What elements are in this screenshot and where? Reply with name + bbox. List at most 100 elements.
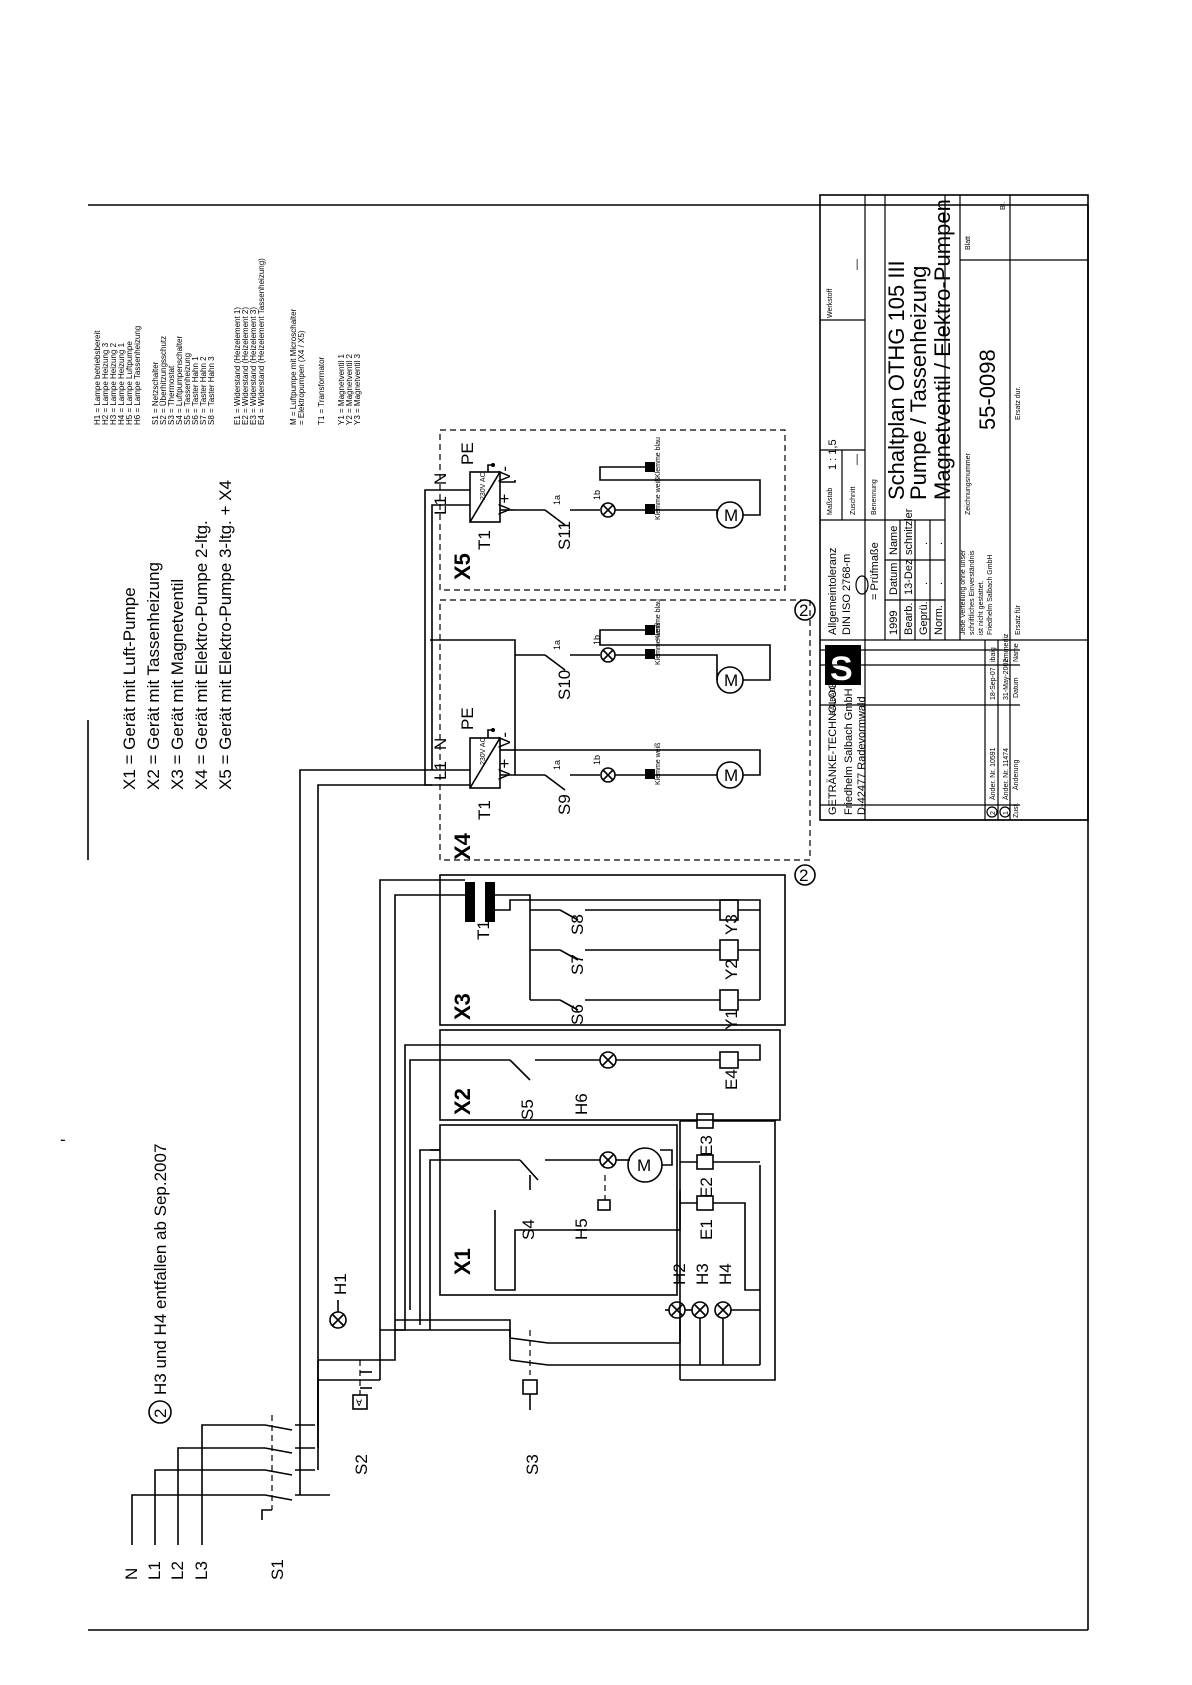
legend-m-2: = Elektropumpen (X4 / X5) (297, 330, 306, 425)
tb-bl-label: Bl. (1000, 202, 1007, 210)
legend-h1: H1 = Lampe betriebsbereit (93, 330, 102, 425)
tb-benennung-label: Benennung (871, 479, 878, 515)
label-x5-n: N (431, 473, 450, 485)
label-s10: S10 (555, 670, 574, 700)
module-x4-electric-pump: X4 L1 N 230V AC T1 PE V+ V- Klemme weiß … (430, 599, 811, 861)
label-vplus-x5: V+ (495, 494, 514, 515)
label-s1: S1 (268, 1559, 287, 1580)
tb-ersatz-durch: Ersatz dur. (1015, 386, 1022, 420)
legend-y2: Y2 = Magnetventil 2 (345, 354, 354, 425)
legend-h2: H2 = Lampe Heizung 3 (101, 342, 110, 425)
module-x3-solenoid-valves: X3 T1 S6 S7 S8 Y1 Y2 Y3 (439, 874, 786, 1030)
legend-x5: X5 = Gerät mit Elektro-Pumpe 3-ltg. + X4 (216, 480, 235, 790)
legend-e3: E3 = Widerstand (Heizelement 3) (249, 307, 258, 425)
transformer-t1-x3: T1 (440, 879, 495, 940)
label-m-air-pump: M (637, 1156, 651, 1175)
tb-rev2-name: ibaig (990, 647, 997, 662)
tb-tolerance-2: DIN ISO 2768-m (841, 554, 853, 635)
label-x2: X2 (450, 1088, 475, 1115)
legend-y1: Y1 = Magnetventil 1 (337, 354, 346, 425)
tb-zeichnungsnummer: 55-0098 (975, 349, 1000, 430)
module-x2-cup-heater: X2 S5 H6 E4 (439, 1029, 781, 1121)
input-terminals: N L1 L2 L3 (122, 1561, 211, 1580)
label-x1: X1 (450, 1248, 475, 1275)
legend-h6: H6 = Lampe Tassenheizung (133, 326, 142, 425)
legend-s6: S6 = Taster Hahn 1 (191, 356, 200, 425)
legend-s8: S8 = Taster Hahn 3 (207, 356, 216, 425)
label-m-x5: M (724, 506, 738, 525)
label-1b-s9: 1b (592, 755, 602, 765)
legend-y3: Y3 = Magnetventil 3 (353, 354, 362, 425)
tb-h-zust: Zust. (1013, 802, 1020, 818)
label-vplus-x4: V+ (495, 759, 514, 780)
terminal-blau-x4 (645, 625, 655, 635)
module-x5-electric-pump: X5 L1 N 230V AC T1 PE V+ V- Klemme weiß … (424, 429, 786, 786)
tb-address-1: Friedhelm Salbach GmbH (843, 688, 855, 815)
tb-tolerance-1: Allgemeintoleranz (827, 548, 839, 635)
tb-blatt-label: Blatt (965, 236, 972, 250)
note-text: H3 und H4 entfallen ab Sep.2007 (151, 1144, 170, 1395)
tb-werkstoff-label: Werkstoff (827, 289, 834, 318)
tb-ersatz-fuer: Ersatz für (1015, 604, 1022, 635)
label-e2: E2 (697, 1177, 716, 1198)
terminal-l3: L3 (192, 1561, 211, 1580)
label-1b-s10: 1b (592, 635, 602, 645)
tb-zuschnitt: — (851, 454, 863, 465)
lamp-h1: H1 (329, 1273, 350, 1329)
legend-x4: X4 = Gerät mit Elektro-Pumpe 2-ltg. (192, 520, 211, 790)
label-e3: E3 (697, 1135, 716, 1156)
label-m-x4-1: M (724, 766, 738, 785)
variant-legend: X1 = Gerät mit Luft-Pumpe X2 = Gerät mit… (120, 480, 235, 790)
label-s2: S2 (352, 1454, 371, 1475)
label-1b-s11: 1b (592, 490, 602, 500)
label-1a-s10: 1a (552, 640, 562, 650)
psu-t1-x4: 230V AC T1 PE V+ V- (458, 707, 514, 820)
label-t1-x5: T1 (475, 530, 494, 550)
heater-group-e1-e3: E1 E2 E3 (679, 1113, 776, 1381)
label-vminus-x5: V- (495, 466, 514, 482)
label-y2: Y2 (722, 959, 741, 980)
tb-title-2: Pumpe / Tassenheizung (906, 266, 931, 500)
tb-rev2-mark: 2 (990, 811, 997, 815)
tb-massstab-label: Maßstab (827, 488, 834, 515)
legend-h3: H3 = Lampe Heizung 2 (109, 342, 118, 425)
label-klemme-weiss-x4-2: Klemme weiß (655, 623, 662, 665)
module-x1-air-pump: X1 M S4 H5 (430, 1124, 678, 1296)
tb-rev2-date: 18-Sep-07 (990, 667, 997, 700)
tb-norm-name: . (933, 542, 945, 545)
tb-company: GETRÄNKE-TECHNOLOGIE (827, 671, 839, 815)
tb-zuschnitt-label: Zuschnitt (850, 487, 857, 515)
tb-h-name2: Name (1013, 643, 1020, 662)
label-1a-s9: 1a (552, 760, 562, 770)
tb-h-datum2: Datum (1013, 677, 1020, 698)
legend-h5: H5 = Lampe Luftpumpe (125, 341, 134, 425)
tb-gepr-name: . (918, 542, 930, 545)
legend-e2: E2 = Widerstand (Heizelement 2) (241, 307, 250, 425)
title-block: GETRÄNKE-TECHNOLOGIE Friedhelm Salbach G… (819, 194, 1089, 821)
label-h3: H3 (693, 1263, 712, 1285)
label-klemme-blau-x4: Klemme blau (655, 599, 662, 640)
lamp-h4: H4 (714, 1263, 735, 1319)
legend-s1: S1 = Netzschalter (151, 361, 160, 425)
tb-gepr-datum: . (918, 582, 930, 585)
label-h4: H4 (716, 1263, 735, 1285)
terminal-blau-x5 (645, 462, 655, 472)
label-s8: S8 (568, 914, 587, 935)
tb-row-gepr: Geprü. (918, 601, 930, 635)
label-klemme-blau-x5: Klemme blau (655, 437, 662, 478)
tb-year: 1999 (888, 611, 900, 635)
psu-rating-x4: 230V AC (480, 737, 487, 765)
tb-rev1-mark: 1 (1003, 811, 1010, 815)
tb-h-datum: Datum (888, 563, 900, 595)
label-s11: S11 (555, 521, 574, 550)
label-pe-x4: PE (458, 707, 477, 730)
revision-marker-x4-text: 2 (799, 601, 808, 620)
label-e4: E4 (722, 1069, 741, 1090)
label-s4: S4 (519, 1219, 538, 1240)
tb-bearb-name: schnitzler (903, 508, 915, 555)
revision-marker-x3: 2 (794, 864, 816, 886)
label-y1: Y1 (722, 1009, 741, 1030)
tb-pruefmasse: = Prüfmaße (869, 542, 881, 600)
tb-werkstoff: — (851, 259, 863, 270)
tb-h-name: Name (888, 526, 900, 555)
